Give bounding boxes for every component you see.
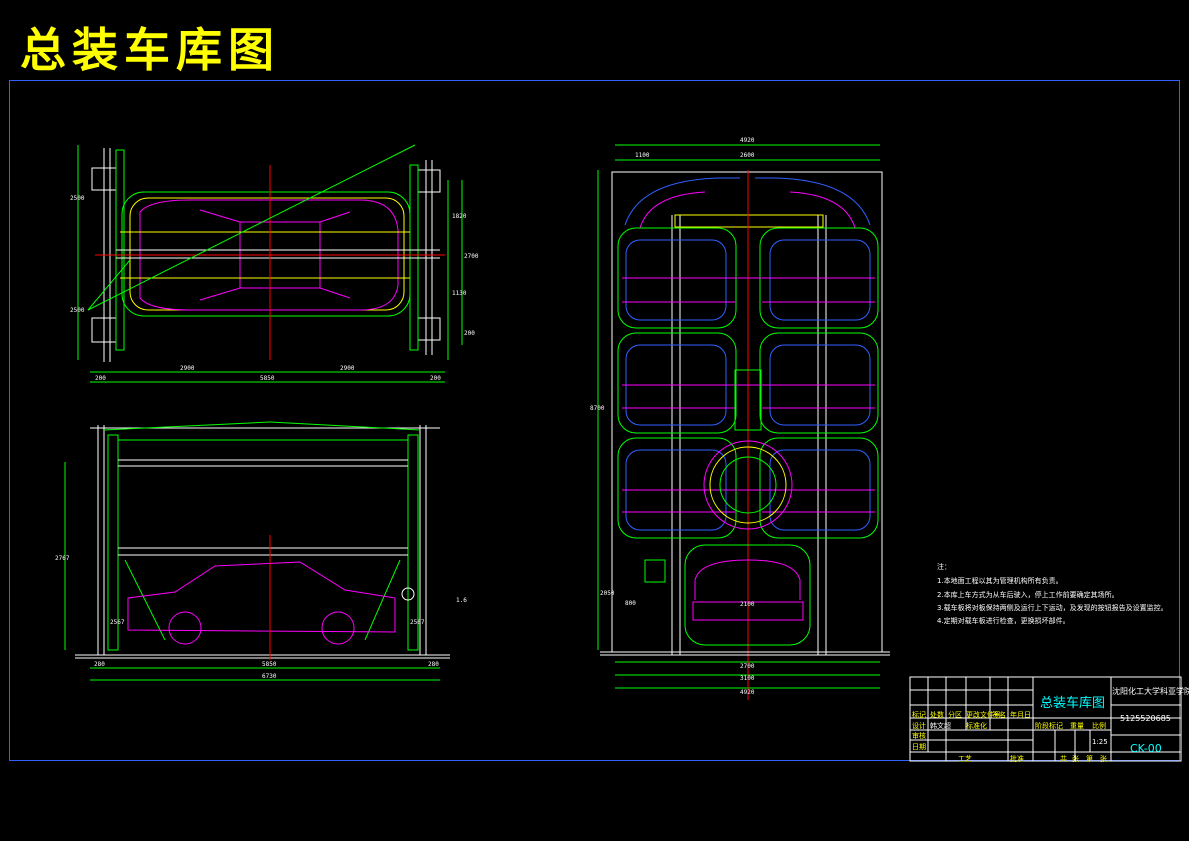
dimension-labels: 200 2900 2900 200 5850 2500 2500 1820 27… bbox=[55, 137, 755, 696]
dim-side-top-2: 1100 bbox=[635, 152, 650, 159]
note-2: 2.本库上车方式为从车后驶入，停上工作前要确定其场所。 bbox=[937, 591, 1119, 599]
tb-label-sign: 签名 bbox=[992, 711, 1006, 719]
tb-label-change-doc: 更改文件号 bbox=[966, 711, 1001, 719]
dim-side-top-1: 4920 bbox=[740, 137, 755, 144]
dim-front-left: 2767 bbox=[55, 555, 70, 562]
tb-label-review: 审核 bbox=[912, 732, 926, 740]
dim-front-total: 6730 bbox=[262, 673, 277, 680]
tb-label-sheet: 张 bbox=[1072, 755, 1079, 763]
dim-side-bottom-2: 3100 bbox=[740, 675, 755, 682]
drawing-frame bbox=[9, 80, 1180, 761]
note-4: 4.定期对载车板进行检查，更换损坏部件。 bbox=[937, 617, 1070, 625]
dim-side-lower-left-2: 800 bbox=[625, 600, 636, 607]
dim-side-lower-left-1: 2050 bbox=[600, 590, 615, 597]
tb-label-zone: 分区 bbox=[948, 711, 962, 719]
dim-side-mid: 2100 bbox=[740, 601, 755, 608]
dim-top-right-4: 200 bbox=[464, 330, 475, 337]
tb-scale: 1:25 bbox=[1092, 738, 1108, 746]
tb-label-std: 标准化 bbox=[966, 722, 987, 730]
tb-label-process: 工艺 bbox=[958, 755, 972, 763]
dim-front-bottom-1: 280 bbox=[94, 661, 105, 668]
tb-label-approve: 批准 bbox=[1010, 755, 1024, 763]
side-view bbox=[597, 144, 890, 700]
top-view bbox=[77, 144, 463, 383]
dim-top-bottom-1: 200 bbox=[95, 375, 106, 382]
dim-side-top-3: 2600 bbox=[740, 152, 755, 159]
dim-side-bottom-1: 2700 bbox=[740, 663, 755, 670]
tb-label-stage: 阶段标记 bbox=[1035, 722, 1063, 730]
drawing-number: 5125520685 bbox=[1120, 714, 1171, 723]
dim-front-mark-3: 1.6 bbox=[456, 597, 467, 604]
note-3: 3.载车板将对板保持两侧及运行上下运动，及发现的按钮报告及设置监控。 bbox=[937, 604, 1168, 612]
note-1: 1.本地面工程以其为管理机构所有负责。 bbox=[937, 577, 1063, 585]
dim-top-right-3: 1130 bbox=[452, 290, 467, 297]
dim-top-total: 5850 bbox=[260, 375, 275, 382]
tb-label-date: 年月日 bbox=[1010, 711, 1031, 719]
dim-top-right-1: 1820 bbox=[452, 213, 467, 220]
title-block-lines bbox=[909, 676, 1182, 762]
tb-designer: 韩文超 bbox=[930, 722, 951, 730]
dim-top-bottom-4: 200 bbox=[430, 375, 441, 382]
dim-top-left-2: 2500 bbox=[70, 307, 85, 314]
tb-label-weight: 重量 bbox=[1070, 722, 1084, 730]
tb-label-sheet-2: 张 bbox=[1100, 755, 1107, 763]
dim-top-bottom-3: 2900 bbox=[340, 365, 355, 372]
dim-side-left: 8700 bbox=[590, 405, 605, 412]
tb-label-total: 共 bbox=[1060, 755, 1067, 763]
school-name: 沈阳化工大学科亚学院 bbox=[1112, 687, 1189, 696]
tb-label-design: 设计 bbox=[912, 722, 926, 730]
tb-label-scale: 比例 bbox=[1092, 722, 1106, 730]
tb-label-no: 第 bbox=[1086, 755, 1093, 763]
tb-label-mark: 标记 bbox=[912, 711, 926, 719]
dim-side-bottom-3: 4920 bbox=[740, 689, 755, 696]
dim-front-mark-2: 2567 bbox=[410, 619, 425, 626]
drawing-code: CK-00 bbox=[1130, 742, 1162, 755]
dim-top-left-1: 2500 bbox=[70, 195, 85, 202]
note-heading: 注： bbox=[937, 563, 951, 571]
front-view bbox=[64, 421, 450, 681]
dim-top-bottom-2: 2900 bbox=[180, 365, 195, 372]
page-title: 总装车库图 bbox=[20, 23, 280, 77]
tb-label-count: 处数 bbox=[930, 711, 944, 719]
dim-front-bottom-3: 280 bbox=[428, 661, 439, 668]
dim-front-mark-1: 2567 bbox=[110, 619, 125, 626]
dim-front-bottom-2: 5850 bbox=[262, 661, 277, 668]
dim-top-right-2: 2700 bbox=[464, 253, 479, 260]
tb-label-day: 日期 bbox=[912, 743, 926, 751]
drawing-name: 总装车库图 bbox=[1040, 696, 1106, 711]
